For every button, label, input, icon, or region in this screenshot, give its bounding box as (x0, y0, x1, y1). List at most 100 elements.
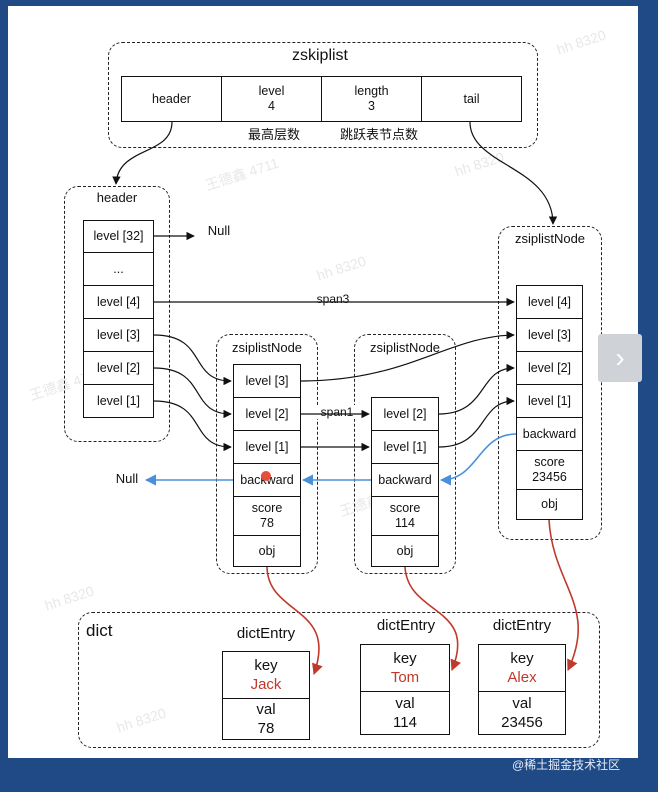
dict-entry-2-key-value: Tom (390, 669, 420, 686)
node-2-level-2: level [2] (371, 397, 439, 431)
node-3-title: zsiplistNode (514, 231, 586, 246)
arrow-node1-l3-node3 (300, 330, 515, 382)
dict-entry-2-val: val 114 (360, 691, 450, 735)
header-level-ellipsis-label: ... (113, 261, 124, 276)
null-label-top: Null (207, 223, 231, 238)
node-3-score-value: 23456 (532, 470, 567, 484)
zskiplist-tail-cell: tail (421, 76, 522, 122)
arrow-zskiplist-header (112, 121, 173, 185)
zskiplist-length-cell: length 3 (321, 76, 422, 122)
zskiplist-container (108, 42, 538, 148)
arrow-header-l1-node1 (153, 400, 232, 452)
header-level-3-label: level [3] (96, 327, 141, 342)
diagram-canvas: hh 8320 王德鑫 4711 hh 8320 王德鑫 4711 hh 832… (8, 6, 638, 758)
arrow-node2-l1-node3 (438, 396, 515, 448)
node-2-score-label: score (389, 501, 421, 515)
header-level-1: level [1] (83, 384, 154, 418)
header-level-32-label: level [32] (93, 229, 144, 243)
header-level-3: level [3] (83, 318, 154, 352)
node-2-obj: obj (371, 535, 439, 567)
next-button[interactable]: › (598, 334, 642, 382)
dict-entry-3-val: val 23456 (478, 691, 566, 735)
arrow-node3-obj-alex (548, 519, 579, 672)
node-2-level-1: level [1] (371, 430, 439, 464)
node-3-level-3-label: level [3] (527, 327, 572, 342)
header-level-4-label: level [4] (96, 294, 141, 309)
dict-entry-1-key-label: key (254, 657, 278, 674)
node-2-title: zsiplistNode (369, 340, 441, 355)
dict-title: dict (86, 621, 113, 640)
node-1-obj: obj (233, 535, 301, 567)
node-2-obj-label: obj (396, 543, 414, 558)
header-level-1-label: level [1] (96, 393, 141, 408)
node-3-level-4-label: level [4] (527, 294, 572, 309)
dict-entry-2-key-label: key (393, 650, 417, 667)
zskiplist-level-value: 4 (268, 99, 275, 113)
node-3-level-2-label: level [2] (527, 360, 572, 375)
node-3-score-label: score (534, 455, 565, 469)
zskiplist-header-label: header (152, 91, 191, 106)
node-2-container (354, 334, 456, 574)
node-1-level-2-label: level [2] (245, 406, 289, 421)
chevron-right-icon: › (615, 342, 625, 373)
arrow-header-l3-node1 (153, 334, 232, 386)
dict-entry-2-val-label: val (395, 695, 415, 712)
node-2-level-2-label: level [2] (383, 406, 427, 421)
node-2-backward-label: backward (378, 472, 432, 487)
arrow-node2-l2-node3 (438, 363, 515, 415)
zskiplist-tail-label: tail (463, 91, 480, 106)
arrow-node2-obj-tom (404, 566, 461, 672)
arrow-node3-backward-node2 (439, 433, 517, 486)
credit-text: @稀土掘金技术社区 (512, 758, 621, 772)
null-label-left: Null (115, 471, 139, 486)
node-1-score-value: 78 (260, 516, 274, 530)
node-1-level-1-label: level [1] (245, 439, 289, 454)
zskiplist-level-label: level (258, 84, 285, 98)
node-1-score-label: score (251, 501, 283, 515)
header-level-ellipsis: ... (83, 252, 154, 286)
node-1-level-1: level [1] (233, 430, 301, 464)
dict-entry-3-val-label: val (512, 695, 532, 712)
header-node-container (64, 186, 170, 442)
arrows-layer (112, 121, 579, 676)
dict-entry-1-val: val 78 (222, 698, 310, 740)
arrow-node1-obj-jack (266, 566, 323, 676)
node-3-obj: obj (516, 489, 583, 520)
dict-entry-3-val-value: 23456 (501, 714, 543, 731)
header-level-2-label: level [2] (96, 360, 141, 375)
dict-container (78, 612, 600, 748)
node-2-backward: backward (371, 463, 439, 497)
node-2-level-1-label: level [1] (383, 439, 427, 454)
note-max-level: 最高层数 (247, 127, 300, 142)
node-3-obj-label: obj (541, 497, 558, 511)
node-3-level-1-label: level [1] (527, 393, 572, 408)
dict-entry-1-title: dictEntry (236, 625, 296, 642)
arrow-header-l2-node1 (153, 367, 232, 419)
dict-entry-1-val-label: val (256, 701, 276, 718)
cursor-dot (261, 471, 271, 481)
header-level-4: level [4] (83, 285, 154, 319)
node-1-title: zsiplistNode (231, 340, 303, 355)
dict-entry-2-title: dictEntry (376, 617, 436, 634)
node-2-score-value: 114 (395, 516, 415, 530)
dict-entry-2-val-value: 114 (393, 714, 417, 731)
node-3-container (498, 226, 602, 540)
node-1-obj-label: obj (258, 543, 276, 558)
node-3-level-1: level [1] (516, 384, 583, 418)
header-node-title: header (96, 190, 138, 205)
dict-entry-1-val-value: 78 (257, 720, 275, 737)
node-3-backward-label: backward (522, 426, 577, 441)
node-3-backward: backward (516, 417, 583, 451)
arrow-zskiplist-tail (469, 121, 558, 225)
dict-entry-1-key-value: Jack (250, 676, 282, 693)
dict-entry-3-key-value: Alex (507, 669, 537, 686)
zskiplist-length-value: 3 (368, 99, 375, 113)
dict-entry-3-title: dictEntry (492, 617, 552, 634)
zskiplist-title: zskiplist (291, 47, 348, 64)
note-node-count: 跳跃表节点数 (339, 127, 418, 142)
